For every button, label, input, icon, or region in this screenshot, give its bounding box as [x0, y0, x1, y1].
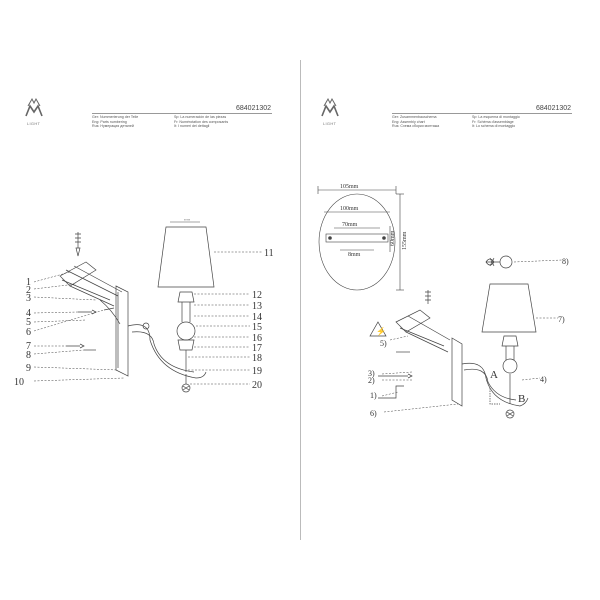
dim-outer-width: 105mm [340, 184, 359, 190]
pendant-icon [505, 409, 515, 419]
step-2: 2) [368, 376, 375, 385]
caption: Rus: Нумерация деталей [92, 124, 134, 129]
dim-holes-width: 70mm [342, 222, 358, 228]
letter-a: A [490, 369, 498, 381]
callout-11: 11 [264, 248, 274, 259]
left-captions-1: Ger: Nummerierung der Teile Eng: Parts n… [92, 115, 138, 129]
lampshade-icon [481, 283, 537, 333]
left-brand: LIGHT [27, 121, 41, 126]
left-header-rule [92, 113, 272, 114]
caption: It: I numeri dei dettagli [174, 124, 210, 129]
assembly-drawing: 105mm 100mm 70mm 8mm 155mm 60mm [317, 184, 569, 419]
callout-20: 20 [252, 380, 262, 391]
callout-15: 15 [252, 322, 262, 333]
screw-icon [66, 343, 85, 349]
step-5: 5) [380, 339, 387, 348]
callout-10: 10 [14, 377, 24, 388]
caption: Eng: Parts numbering [92, 119, 127, 124]
right-captions-1: Ger: Zusammenbauschema Eng: Assembly cha… [392, 115, 439, 129]
callout-17: 17 [252, 343, 262, 354]
callout-13: 13 [252, 301, 262, 312]
electric-warning-icon [369, 321, 387, 337]
crystal-plate-icon [59, 261, 97, 287]
right-brand: LIGHT [323, 121, 337, 126]
warning-bolt: ⚡ [376, 326, 386, 336]
dim-slot-width: 8mm [348, 252, 361, 258]
callout-8: 8 [26, 350, 31, 361]
caption: Sp: La numeración de las piezas [174, 115, 227, 119]
step-1: 1) [370, 391, 377, 400]
right-code: 684021302 [536, 105, 572, 112]
callout-4: 4 [26, 308, 31, 319]
step-6: 6) [370, 409, 377, 418]
dim-side-height: 60mm [390, 230, 396, 246]
right-logo-icon [321, 97, 339, 117]
caption: Fr: Numérotation des composants [174, 119, 229, 124]
caption: Eng: Assembly chart [392, 119, 425, 124]
step-4: 4) [540, 375, 547, 384]
right-page: LIGHT 684021302 Ger: Zusammenbauschema E… [300, 0, 600, 600]
left-code: 684021302 [236, 105, 272, 112]
pendant-icon [181, 383, 191, 393]
callout-14: 14 [252, 312, 262, 323]
left-captions-2: Sp: La numeración de las piezas Fr: Numé… [174, 115, 228, 129]
callout-9: 9 [26, 363, 31, 374]
lampshade-icon [157, 226, 215, 288]
caption: Fr: Schéma d'assemblage [472, 119, 514, 124]
caption: It: Lo schema di montaggio [472, 124, 516, 129]
callout-19: 19 [252, 366, 262, 377]
right-captions-2: Sp: La esquema di montaggio Fr: Schéma d… [472, 115, 520, 129]
left-logo-icon [25, 97, 43, 117]
shade-marking: ••••• [184, 218, 191, 222]
callout-3: 3 [26, 293, 31, 304]
ball-icon [502, 358, 518, 374]
crystal-plate-icon [395, 309, 431, 333]
screw-icon [78, 309, 97, 315]
exploded-parts-drawing: ••••• 1 2 3 [14, 218, 274, 393]
dim-inner-width: 100mm [340, 206, 359, 212]
bulb-icon [499, 255, 513, 269]
wall-plate-icon [115, 285, 129, 377]
caption: Rus: Схема сборки монтажа [392, 124, 440, 129]
caption: Ger: Nummerierung der Teile [92, 115, 139, 119]
callout-5: 5 [26, 317, 31, 328]
right-header-rule [392, 113, 572, 114]
page-fold-divider [300, 60, 301, 540]
step-8: 8) [562, 257, 569, 266]
callout-18: 18 [252, 353, 262, 364]
caption: Sp: La esquema di montaggio [472, 115, 520, 119]
callout-7: 7 [26, 341, 31, 352]
screw-icon [75, 232, 81, 257]
caption: Ger: Zusammenbauschema [392, 115, 437, 119]
callout-12: 12 [252, 290, 262, 301]
callout-6: 6 [26, 327, 31, 338]
callout-1: 1 [26, 277, 31, 288]
step-7: 7) [558, 315, 565, 324]
callout-16: 16 [252, 333, 262, 344]
mounting-bar [325, 233, 389, 243]
callout-2: 2 [26, 285, 31, 296]
step-3: 3) [368, 369, 375, 378]
letter-b: B [518, 393, 525, 405]
wall-plate-icon [451, 337, 463, 407]
mounting-plate-outline [318, 193, 396, 291]
arm-icon [127, 324, 207, 379]
ball-icon [176, 321, 196, 341]
screw-icon [378, 373, 413, 379]
dim-total-height: 155mm [402, 231, 408, 250]
